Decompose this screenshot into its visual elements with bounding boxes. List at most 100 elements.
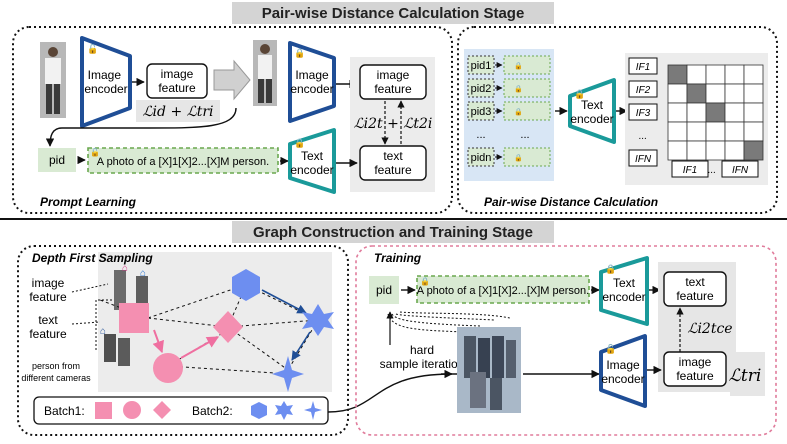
image-feature-box-1 xyxy=(146,63,208,99)
text-feature-box-2 xyxy=(663,271,727,307)
loss-i2t-t2i: ℒi2t + ℒt2i xyxy=(354,116,433,132)
pid-1-label: pid xyxy=(49,153,65,167)
node-hexagon xyxy=(232,269,260,301)
person-image-2 xyxy=(253,40,277,106)
batch1-label: Batch1: xyxy=(44,404,85,418)
matrix-cell xyxy=(667,102,688,123)
lock-icon: 🔒 xyxy=(514,85,523,93)
stage2-title: Graph Construction and Training Stage xyxy=(253,224,533,241)
node-star4 xyxy=(272,356,304,392)
matrix-cell xyxy=(686,121,707,142)
lock-icon: 🔒 xyxy=(605,264,616,274)
lock-icon: 🔒 xyxy=(574,89,585,99)
batch1-square xyxy=(95,402,112,419)
lock-icon: 🔓 xyxy=(90,147,100,157)
prompt-token-box xyxy=(503,55,551,75)
matrix-cell xyxy=(705,83,726,104)
pid-item-label: pid2 xyxy=(471,83,492,95)
hard-sample-person-images xyxy=(457,327,521,413)
if-col-box xyxy=(671,160,709,178)
batch2-star6 xyxy=(275,401,293,420)
matrix-cell xyxy=(724,64,745,85)
pid-item xyxy=(467,147,495,167)
training-label: Training xyxy=(374,251,422,265)
prompt-learning-label: Prompt Learning xyxy=(40,195,137,209)
prompt-token-box xyxy=(503,147,551,167)
node-circle xyxy=(153,353,183,383)
matrix-cell xyxy=(667,83,688,104)
person-tag-icon: ⌂ xyxy=(100,326,106,337)
if-row-label: IF3 xyxy=(636,108,651,119)
prompt-box-2 xyxy=(416,275,590,304)
matrix-cell xyxy=(743,83,764,104)
loss-id-tri: ℒid + ℒtri xyxy=(142,104,213,120)
dfs-label: Depth First Sampling xyxy=(32,251,153,265)
if-row-label: IF1 xyxy=(636,62,650,73)
stage1-title: Pair-wise Distance Calculation Stage xyxy=(262,5,525,22)
batch1-circle xyxy=(123,401,141,419)
pid-2-label: pid xyxy=(376,283,392,297)
if-row-box xyxy=(628,57,658,75)
lock-icon: 🔓 xyxy=(87,43,98,54)
image-feature-box-2 xyxy=(359,64,427,100)
pid-list: pid1🔒pid2🔒pid3🔒......pidn🔒 xyxy=(467,55,551,167)
if-row-box xyxy=(628,149,658,167)
if-col-label: IFN xyxy=(732,165,749,176)
node-square xyxy=(119,303,149,333)
matrix-cell xyxy=(724,121,745,142)
text-encoder-1 xyxy=(288,128,336,194)
stage1-title-bar xyxy=(232,2,554,24)
image-feature-box-3 xyxy=(663,351,727,387)
if-col-label: ... xyxy=(708,165,716,176)
matrix-cell xyxy=(667,121,688,142)
node-star6 xyxy=(302,304,334,336)
if-row-box xyxy=(628,103,658,121)
matrix-cell xyxy=(724,102,745,123)
lock-icon: 🔒 xyxy=(514,108,523,116)
lock-icon: 🔒 xyxy=(294,138,305,148)
if-col-label: IF1 xyxy=(683,165,697,176)
if-col-labels: IF1... IFN xyxy=(671,160,759,178)
lock-icon: 🔒 xyxy=(420,277,430,286)
prompt-text-2: A photo of a [X]1[X]2...[X]M person. xyxy=(417,285,589,297)
matrix-cell xyxy=(705,102,726,123)
prompt-token-ellipsis: ... xyxy=(520,129,529,141)
prompt-text-1: A photo of a [X]1[X]2...[X]M person. xyxy=(97,156,269,168)
pid-item xyxy=(467,55,495,75)
matrix-cell xyxy=(724,83,745,104)
matrix-cell xyxy=(724,140,745,161)
loss-i2tce: ℒi2tce xyxy=(687,321,732,337)
text-encoder-2 xyxy=(568,78,616,144)
if-col-box xyxy=(721,160,759,178)
feedback-arrow xyxy=(45,107,237,147)
matrix-cell xyxy=(743,102,764,123)
pairwise-label: Pair-wise Distance Calculation xyxy=(484,195,658,209)
pid-item xyxy=(467,78,495,98)
text-feature-box-1 xyxy=(359,145,427,181)
prompt-box-1 xyxy=(87,147,279,174)
lock-icon: 🔒 xyxy=(514,62,523,70)
loss-tri: ℒtri xyxy=(729,366,762,386)
dfs-person-images xyxy=(104,270,148,366)
matrix-cell xyxy=(743,140,764,161)
node-diamond xyxy=(213,311,243,343)
loss-id-tri-bg xyxy=(136,100,220,122)
person-image-1 xyxy=(40,42,66,118)
stage2-title-bar xyxy=(232,221,554,243)
pid-item-label: ... xyxy=(476,129,485,141)
batch-to-training-arrow xyxy=(327,369,453,413)
matrix-cell xyxy=(743,121,764,142)
lock-icon: 🔓 xyxy=(605,343,616,354)
matrix-cell xyxy=(705,140,726,161)
batch1-diamond xyxy=(153,401,171,419)
if-row-label: ... xyxy=(639,131,647,142)
